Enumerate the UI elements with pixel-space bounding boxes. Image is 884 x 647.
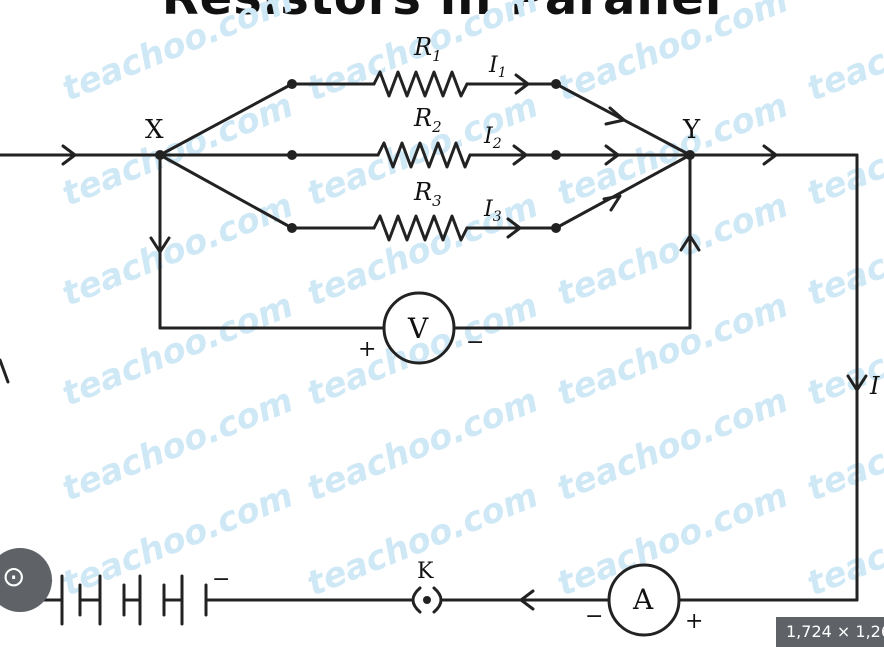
arrow-vm-up xyxy=(679,234,701,252)
branch1-in xyxy=(158,82,294,157)
arrow-left-bottom xyxy=(519,589,535,611)
junction-dot xyxy=(287,79,297,89)
arrow-branch1-out xyxy=(604,106,626,126)
arrow-i3 xyxy=(506,217,522,239)
junction-dot xyxy=(287,223,297,233)
junction-dot xyxy=(551,150,561,160)
voltmeter-minus: − xyxy=(466,330,484,355)
image-size-badge: 1,724 × 1,26 xyxy=(776,617,884,647)
r2-label: R2 xyxy=(413,104,442,136)
resistor-r3 xyxy=(372,214,469,242)
ammeter-minus: − xyxy=(585,604,603,629)
branch3-in xyxy=(158,153,294,230)
voltmeter-circle xyxy=(382,291,456,365)
lens-search-icon[interactable]: ⊙ xyxy=(0,548,52,612)
resistor-r2 xyxy=(376,141,472,169)
edge-fragment xyxy=(0,358,10,384)
key-label: K xyxy=(417,559,434,584)
page-title: Resistors in Parallel xyxy=(0,0,884,26)
arrow-in xyxy=(61,144,77,166)
arrow-branch2-out xyxy=(604,144,620,166)
r1-label: R1 xyxy=(413,33,442,65)
arrow-down-main xyxy=(846,374,868,392)
camera-glyph-icon: ⊙ xyxy=(2,560,26,593)
key-right-paren xyxy=(432,586,443,614)
voltmeter-symbol: V xyxy=(407,312,429,345)
ammeter-circle xyxy=(607,563,681,637)
arrow-branch3-out xyxy=(602,194,622,212)
node-y-label: Y xyxy=(682,115,701,145)
arrow-i2 xyxy=(512,144,528,166)
i3-label: I3 xyxy=(483,197,502,225)
key-left-paren xyxy=(411,586,422,614)
junction-dot xyxy=(287,150,297,160)
branch3-out xyxy=(554,153,692,230)
ammeter-plus: + xyxy=(685,609,703,634)
battery-minus: − xyxy=(212,567,230,592)
r3-label: R3 xyxy=(413,178,442,210)
junction-dot xyxy=(685,150,695,160)
junction-dot xyxy=(551,223,561,233)
node-x-label: X xyxy=(145,115,164,145)
i2-label: I2 xyxy=(483,124,502,152)
main-current-label: I xyxy=(869,372,880,400)
arrow-out xyxy=(762,144,778,166)
ammeter-symbol: A xyxy=(632,583,654,616)
key-dot xyxy=(423,596,431,604)
junction-dot xyxy=(155,150,165,160)
arrow-i1 xyxy=(514,73,530,95)
i1-label: I1 xyxy=(488,53,507,81)
voltmeter-plus: + xyxy=(358,337,376,362)
arrow-vm-down xyxy=(149,236,171,254)
resistor-r1 xyxy=(372,70,469,98)
junction-dot xyxy=(551,79,561,89)
